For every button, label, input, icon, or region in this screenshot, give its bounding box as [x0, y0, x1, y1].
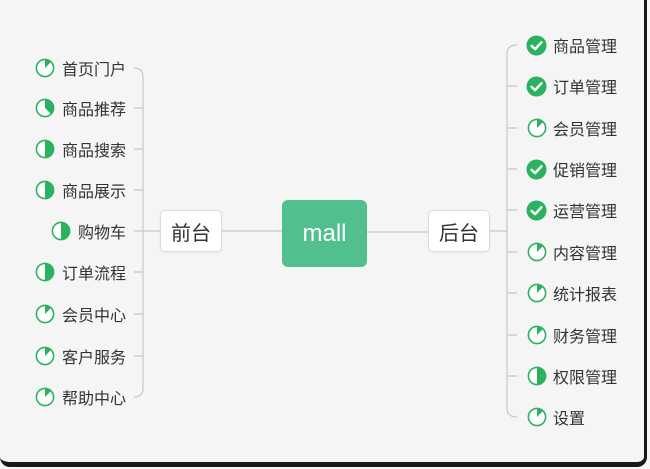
progress-pie-icon — [526, 242, 547, 263]
mindmap-topic-right[interactable]: 统计报表 — [526, 282, 617, 304]
topic-label: 统计报表 — [553, 287, 618, 304]
mindmap-topic-right[interactable]: 商品管理 — [526, 34, 617, 56]
mindmap-topic-left[interactable]: 商品搜索 — [35, 138, 126, 160]
topic-label: 订单流程 — [61, 266, 126, 283]
progress-pie-icon — [526, 283, 547, 304]
topic-label: 促销管理 — [553, 163, 618, 180]
topic-label: 权限管理 — [553, 370, 618, 387]
mindmap-topic-right[interactable]: 促销管理 — [526, 158, 617, 180]
progress-pie-icon — [526, 407, 547, 428]
check-icon — [526, 159, 547, 180]
mindmap-topic-left[interactable]: 首页门户 — [35, 57, 126, 79]
mindmap-topic-left[interactable]: 商品推荐 — [35, 97, 126, 119]
mindmap-topic-left[interactable]: 购物车 — [51, 220, 126, 242]
mindmap-topic-right[interactable]: 财务管理 — [526, 324, 617, 346]
topic-label: 运营管理 — [553, 204, 618, 221]
topic-label: 商品展示 — [61, 184, 126, 201]
progress-pie-icon — [51, 221, 72, 242]
check-icon — [526, 35, 547, 56]
progress-pie-icon — [526, 366, 547, 387]
topic-label: 客户服务 — [61, 350, 126, 367]
progress-pie-icon — [35, 180, 56, 201]
topic-label: 商品推荐 — [61, 102, 126, 119]
progress-pie-icon — [35, 139, 56, 160]
check-icon — [526, 76, 547, 97]
mindmap-topic-left[interactable]: 会员中心 — [35, 303, 126, 325]
mindmap-topic-right[interactable]: 内容管理 — [526, 241, 617, 263]
branch-node-backend[interactable]: 后台 — [428, 210, 490, 252]
topic-label: 购物车 — [77, 225, 126, 242]
progress-pie-icon — [526, 325, 547, 346]
mindmap-topic-left[interactable]: 帮助中心 — [35, 386, 126, 408]
topic-label: 会员中心 — [61, 308, 126, 325]
progress-pie-icon — [35, 98, 56, 119]
topic-label: 设置 — [553, 411, 586, 428]
progress-pie-icon — [35, 304, 56, 325]
mindmap-topic-right[interactable]: 会员管理 — [526, 117, 617, 139]
mindmap-topic-right[interactable]: 运营管理 — [526, 199, 617, 221]
progress-pie-icon — [35, 346, 56, 367]
topic-label: 首页门户 — [61, 62, 126, 79]
topic-label: 财务管理 — [553, 329, 618, 346]
progress-pie-icon — [526, 118, 547, 139]
topic-label: 订单管理 — [553, 80, 618, 97]
topic-label: 内容管理 — [553, 246, 618, 263]
topic-label: 商品搜索 — [61, 143, 126, 160]
mindmap-topic-right[interactable]: 订单管理 — [526, 75, 617, 97]
mindmap-topic-left[interactable]: 商品展示 — [35, 179, 126, 201]
mindmap-topic-left[interactable]: 客户服务 — [35, 345, 126, 367]
progress-pie-icon — [35, 387, 56, 408]
mindmap-topic-right[interactable]: 设置 — [526, 406, 585, 428]
check-icon — [526, 200, 547, 221]
topic-label: 商品管理 — [553, 39, 618, 56]
mindmap-topic-left[interactable]: 订单流程 — [35, 261, 126, 283]
mindmap-topic-right[interactable]: 权限管理 — [526, 365, 617, 387]
progress-pie-icon — [35, 58, 56, 79]
central-topic-mall[interactable]: mall — [282, 200, 367, 267]
topic-label: 会员管理 — [553, 122, 618, 139]
branch-node-frontend[interactable]: 前台 — [160, 210, 222, 252]
progress-pie-icon — [35, 262, 56, 283]
topic-label: 帮助中心 — [61, 391, 126, 408]
